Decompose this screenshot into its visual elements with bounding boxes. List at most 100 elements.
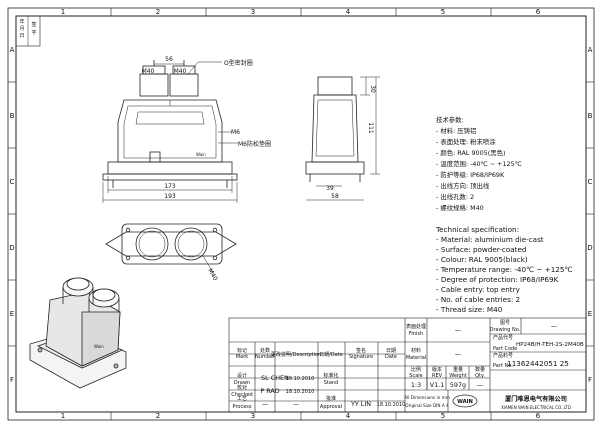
zone-right-f: F: [588, 376, 592, 384]
tb-checked-en: Checked: [231, 392, 252, 398]
tb-note-line2: Original Size DIN A 4: [405, 403, 449, 408]
title-block: [228, 317, 587, 413]
spec-cn-block: 技术参数: - 材料: 压铸铝 - 表面处理: 粉末喷涂 - 颜色: RAL 9…: [436, 115, 522, 212]
spec-cn-line: - 出线方向: 顶出线: [436, 181, 490, 190]
tb-rev-value: V1.1: [430, 381, 445, 389]
tb-mark-cn: 标记: [237, 347, 247, 354]
spec-en-title: Technical specification:: [435, 225, 519, 234]
spec-cn-line: - 材料: 压铸铝: [436, 126, 476, 135]
spec-cn-line: - 温度范围: -40℃ ~ +125℃: [436, 159, 522, 168]
front-m6-washer-label: M6防松垫圈: [238, 140, 271, 148]
zone-right-c: C: [588, 178, 593, 186]
side-dim-30: 30: [369, 85, 376, 93]
tb-mark-en: Mark: [236, 354, 248, 360]
tb-description-en: Description: [293, 352, 321, 358]
spec-en-block: Technical specification: - Material: alu…: [435, 225, 573, 314]
front-o-ring-label: O型密封圈: [224, 59, 253, 67]
zone-top-6: 6: [536, 8, 541, 16]
spec-en-line: - Temperature range: -40℃ ~ +125℃: [436, 265, 573, 274]
zone-left-e: E: [10, 310, 14, 318]
tb-note-line1: All Dimensions in mm: [404, 395, 450, 400]
tb-approval-cn: 批准: [326, 395, 336, 402]
front-logo: Wain: [196, 152, 206, 157]
tb-approval-date: 18.10.2010: [377, 402, 406, 408]
spec-cn-line: - 出线孔数: 2: [436, 192, 474, 201]
tb-process-date: —: [293, 400, 300, 408]
tb-approval-name: YY LIN: [350, 400, 371, 408]
spec-cn-line: - 颜色: RAL 9005(黑色): [436, 148, 505, 157]
side-view: [305, 76, 365, 182]
tb-part-code-cn: 产品代号: [493, 334, 513, 341]
tb-finish-value: —: [455, 326, 462, 334]
tb-date-cn: 日期: [319, 352, 329, 358]
margin-tab-2: 月: [19, 26, 24, 32]
zone-top-2: 2: [156, 8, 160, 16]
tb-checked-name: P RAO: [260, 387, 279, 395]
zone-top-1: 1: [61, 8, 65, 16]
side-dim-39: 39: [326, 185, 334, 192]
tb-date2-en: Date: [385, 354, 397, 360]
margin-tab-4: 签: [31, 21, 36, 28]
tb-signature-en: Signature: [349, 354, 373, 360]
tb-drawing-no-en: Drawing No.: [490, 327, 521, 333]
iso-logo: Wain: [94, 344, 104, 349]
company-logo-mark: [452, 394, 478, 408]
spec-cn-title: 技术参数:: [436, 115, 464, 124]
isometric-view: [29, 277, 127, 389]
spec-en-line: - Material: aluminium die-cast: [436, 235, 544, 244]
tb-material-value: —: [455, 350, 462, 358]
zone-bottom-5: 5: [441, 412, 445, 420]
spec-cn-line: - 螺纹规格: M40: [436, 203, 484, 212]
tb-drawn-cn: 设计: [237, 372, 247, 379]
tb-scale-cn: 比例: [411, 366, 421, 373]
tb-checked-cn: 校对: [237, 384, 247, 391]
front-dim-173: 173: [164, 183, 176, 190]
zone-left-d: D: [9, 244, 14, 252]
tb-stand-en: Stand: [324, 380, 339, 386]
tb-part-code-value: HP24B/H-TEH-2S-2M40B: [516, 342, 584, 348]
zone-left-b: B: [10, 112, 15, 120]
tb-qty-value: —: [477, 381, 484, 389]
zone-right-e: E: [588, 310, 592, 318]
tb-rev-cn: 版本: [432, 366, 442, 373]
zone-top-4: 4: [346, 8, 351, 16]
tb-description-cn: 更改说明: [271, 351, 291, 358]
front-m40-left: M40: [142, 68, 155, 75]
spec-en-line: - No. of cable entries: 2: [436, 295, 520, 304]
tb-drawing-no-value: —: [551, 322, 558, 330]
tb-date-en: Date: [331, 352, 343, 358]
zone-left-a: A: [10, 46, 15, 54]
spec-en-line: - Thread size: M40: [436, 305, 503, 314]
company-block: WAIN 厦门唯恩电气有限公司 XIAMEN WAIN ELECTRICAL C…: [452, 394, 571, 410]
tb-drawn-date: 18.10.2010: [286, 376, 315, 382]
tb-process-name: —: [262, 400, 269, 408]
company-name-en: XIAMEN WAIN ELECTRICAL CO.,LTD: [501, 405, 571, 410]
tb-scale-en: Scale: [409, 373, 422, 379]
tb-part-no-cn: 产品料号: [493, 352, 513, 359]
margin-tab: 年 月 日 签 字: [15, 15, 41, 47]
tb-date2-cn: 日期: [386, 348, 396, 354]
front-dim-193: 193: [164, 193, 176, 200]
tb-weight-en: Weight: [449, 373, 466, 379]
zone-right-b: B: [588, 112, 593, 120]
spec-en-line: - Surface: powder-coated: [436, 245, 526, 254]
spec-cn-line: - 表面处理: 粉末喷涂: [436, 137, 496, 146]
tb-part-no-value: 11362442051 25: [507, 359, 569, 368]
plan-m40: M40: [206, 268, 219, 283]
tb-material-cn: 材料: [411, 347, 421, 354]
front-dimensions: [102, 61, 238, 203]
tb-material-en: Material: [406, 355, 426, 361]
tb-process-cn: 工艺: [237, 396, 247, 402]
tb-qty-en: Qty.: [475, 373, 485, 379]
zone-ticks: [8, 8, 594, 420]
tb-qty-cn: 数量: [475, 366, 485, 373]
tb-part-no-en: Part No.: [493, 363, 513, 369]
company-logo-text: WAIN: [457, 399, 473, 405]
tb-drawn-name: SL CHEN: [261, 374, 289, 382]
plan-view: [105, 223, 237, 275]
zone-left-f: F: [10, 376, 14, 384]
side-dim-111: 111: [367, 122, 374, 134]
tb-description: 更改说明/Description: [271, 351, 321, 358]
margin-tab-5: 字: [31, 29, 36, 36]
